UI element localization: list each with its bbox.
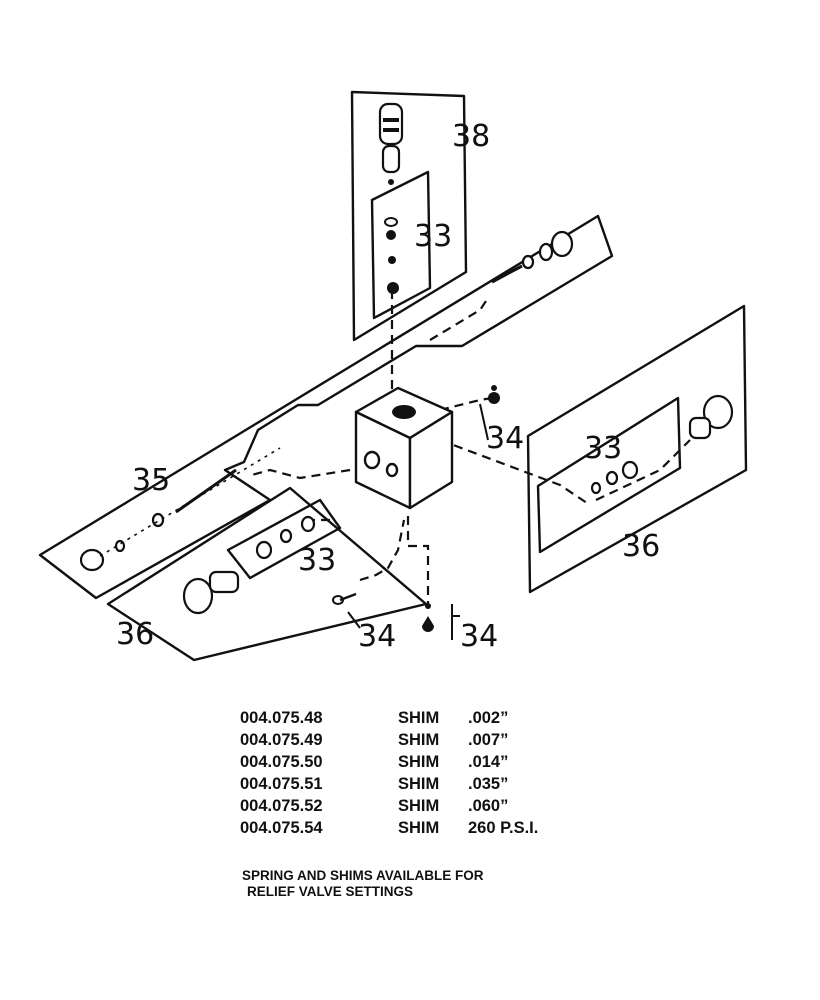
part-description: SHIM bbox=[398, 731, 440, 749]
exploded-parts-diagram: 38 33 34 35 33 36 33 36 34 34 bbox=[38, 90, 748, 662]
part-number: 004.075.49 bbox=[240, 731, 323, 749]
callout-38: 38 bbox=[452, 119, 490, 154]
note-line-2: RELIEF VALVE SETTINGS bbox=[247, 884, 414, 899]
callout-34-bottom: 34 bbox=[460, 619, 498, 654]
plug-35-right bbox=[550, 230, 574, 258]
part-number: 004.075.48 bbox=[240, 709, 323, 727]
frame-33-right bbox=[536, 396, 682, 554]
part-description: SHIM bbox=[398, 709, 440, 727]
parts-table: 004.075.48 SHIM .002” 004.075.49 SHIM .0… bbox=[240, 708, 538, 840]
dash-line-left bbox=[247, 468, 351, 480]
part-spec: .035” bbox=[468, 775, 509, 793]
ring-33-right-1 bbox=[621, 460, 639, 480]
dash-line-35 bbox=[429, 297, 489, 341]
ring-33-top-1 bbox=[386, 230, 396, 240]
part-number: 004.075.50 bbox=[240, 753, 323, 771]
frame-33-top bbox=[370, 170, 432, 320]
callout-36-left: 36 bbox=[116, 617, 154, 652]
fitting-34-bottom bbox=[422, 616, 434, 632]
table-row: 004.075.54 SHIM 260 P.S.I. bbox=[240, 818, 538, 840]
dash-line-right2 bbox=[595, 439, 691, 501]
dash-line-34r bbox=[439, 396, 493, 412]
dash-line-right bbox=[439, 438, 591, 506]
frame-35 bbox=[38, 214, 614, 600]
table-row: 004.075.52 SHIM .060” bbox=[240, 796, 538, 818]
callout-33-right: 33 bbox=[584, 431, 622, 466]
plug-35-left bbox=[79, 548, 105, 572]
frame-33-left bbox=[226, 498, 342, 580]
callout-33-top: 33 bbox=[414, 219, 452, 254]
callout-34-bottom-left: 34 bbox=[358, 619, 396, 654]
body-port-front bbox=[363, 450, 381, 470]
fitting-34-right bbox=[488, 392, 500, 404]
table-row: 004.075.50 SHIM .014” bbox=[240, 752, 538, 774]
ring-33-left-1 bbox=[255, 540, 273, 560]
note-line-1: SPRING AND SHIMS AVAILABLE FOR bbox=[242, 868, 484, 883]
plug-36-right bbox=[702, 394, 734, 430]
frame-38 bbox=[350, 90, 468, 342]
dash-line-bl bbox=[359, 519, 406, 582]
part-number: 004.075.52 bbox=[240, 797, 323, 815]
body-port-top bbox=[392, 405, 416, 419]
plug-38 bbox=[378, 102, 404, 146]
availability-note: SPRING AND SHIMS AVAILABLE FOR RELIEF VA… bbox=[242, 868, 484, 900]
part-description: SHIM bbox=[398, 819, 440, 837]
part-description: SHIM bbox=[398, 753, 440, 771]
table-row: 004.075.49 SHIM .007” bbox=[240, 730, 538, 752]
table-row: 004.075.51 SHIM .035” bbox=[240, 774, 538, 796]
part-spec: .002” bbox=[468, 709, 509, 727]
callout-34-right: 34 bbox=[486, 421, 524, 456]
table-row: 004.075.48 SHIM .002” bbox=[240, 708, 538, 730]
body-port-front-2 bbox=[385, 462, 399, 478]
part-spec: .014” bbox=[468, 753, 509, 771]
ring-33-top-2 bbox=[388, 256, 396, 264]
part-number: 004.075.54 bbox=[240, 819, 323, 837]
valve-body-side bbox=[408, 410, 454, 510]
callout-33-left: 33 bbox=[298, 543, 336, 578]
ring-33-top-3 bbox=[387, 282, 399, 294]
part-description: SHIM bbox=[398, 775, 440, 793]
part-spec: 260 P.S.I. bbox=[468, 819, 539, 837]
frame-36-right bbox=[526, 304, 748, 594]
part-spec: .007” bbox=[468, 731, 509, 749]
part-number: 004.075.51 bbox=[240, 775, 323, 793]
part-description: SHIM bbox=[398, 797, 440, 815]
dash-line-down bbox=[406, 516, 430, 604]
callout-35: 35 bbox=[132, 463, 170, 498]
relief-valve-drawing: 38 33 34 35 33 36 33 36 34 34 bbox=[38, 90, 748, 662]
part-spec: .060” bbox=[468, 797, 509, 815]
plug-36-left bbox=[182, 577, 214, 615]
callout-36-right: 36 bbox=[622, 529, 660, 564]
